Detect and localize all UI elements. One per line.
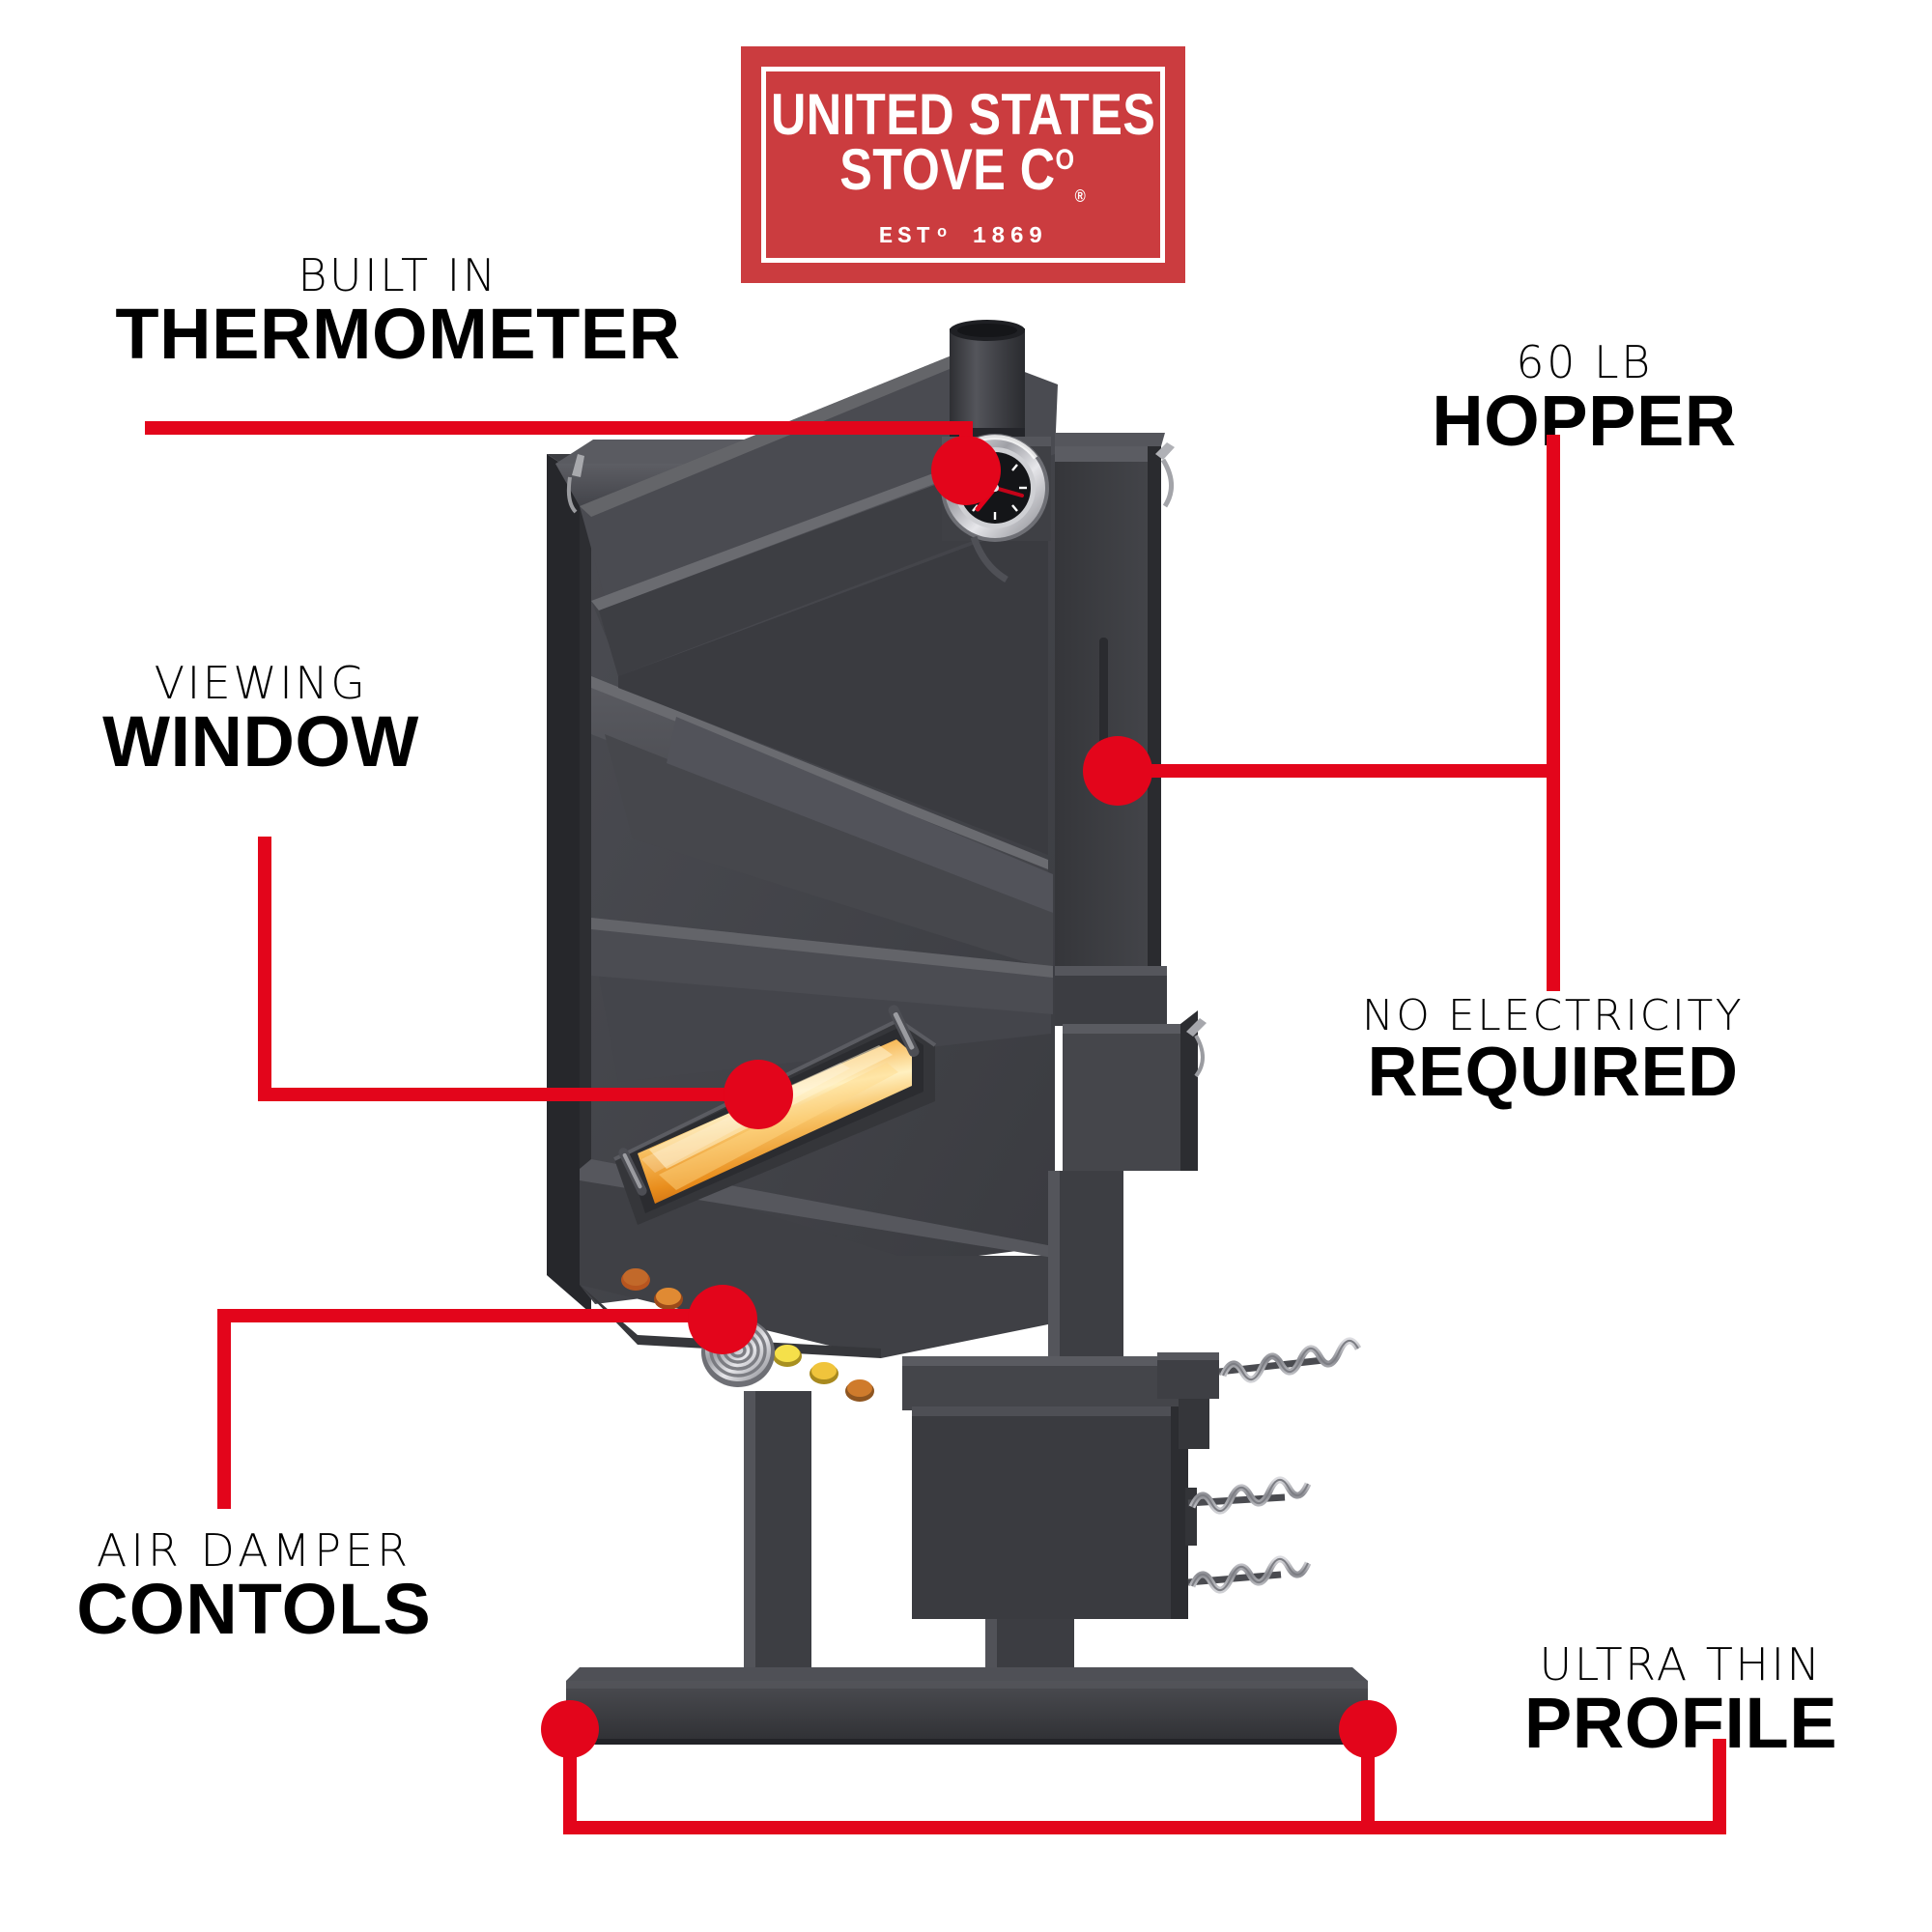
callout-air-damper-line2: CONTOLS [76, 1569, 432, 1649]
callout-viewing-window: VIEWING WINDOW [68, 661, 454, 778]
callout-no-electricity: NO ELECTRICITY REQUIRED [1323, 995, 1782, 1108]
brand-logo-established: ESTᵒ 1869 [878, 224, 1048, 251]
stove-hopper-column [1055, 433, 1175, 966]
brand-logo-line1: UNITED STATES [770, 81, 1156, 147]
callout-air-damper: AIR DAMPER CONTOLS [37, 1528, 471, 1645]
stove-ash-box[interactable] [902, 1352, 1219, 1619]
callout-no-electricity-line1: NO ELECTRICITY [1361, 991, 1745, 1040]
brand-logo: UNITED STATES STOVE CO ® ESTᵒ 1869 [741, 46, 1185, 283]
callout-viewing-window-line1: VIEWING [154, 657, 368, 709]
callout-no-electricity-line2: REQUIRED [1367, 1034, 1739, 1111]
callout-thermometer: BUILT IN THERMOMETER [50, 253, 746, 370]
callout-thermometer-line1: BUILT IN [298, 249, 498, 301]
stove-flue-pipe [950, 320, 1025, 440]
stove-interior-upper [618, 517, 1048, 855]
stove-base-plate [566, 1667, 1368, 1745]
stove-damper-spring-knob[interactable] [701, 1318, 775, 1387]
brand-logo-inner-frame: UNITED STATES STOVE CO ® ESTᵒ 1869 [761, 67, 1165, 263]
callout-hopper-line1: 60 LB [1516, 336, 1653, 388]
spring-handle-bottom [1187, 1555, 1312, 1594]
callout-thermometer-line2: THERMOMETER [115, 294, 681, 374]
stove-mid-connector [1055, 966, 1207, 1171]
spring-handle-middle [1187, 1476, 1312, 1515]
callout-ultra-thin-line1: ULTRA THIN [1539, 1638, 1823, 1690]
brand-logo-line2-ordinal: O [1055, 144, 1075, 177]
stove-hopper-knob[interactable] [1085, 743, 1127, 783]
brand-logo-registered-mark: ® [1074, 186, 1087, 207]
brand-logo-line2: STOVE CO® [840, 141, 1087, 207]
stove-hopper-slot [1099, 638, 1108, 753]
stove-spring-handles[interactable] [1187, 1337, 1362, 1594]
stove-hopper-downtube [1048, 1171, 1123, 1356]
brand-logo-line2-main: STOVE C [839, 137, 1056, 203]
stove-window-latch-lower[interactable] [617, 1147, 649, 1198]
spring-handle-top [1218, 1337, 1362, 1383]
callout-air-damper-line1: AIR DAMPER [96, 1524, 412, 1577]
stove-chevron-baffle-middle [605, 717, 1053, 971]
stove-damper-controls[interactable] [621, 1268, 874, 1402]
stove-window-latch[interactable] [887, 1004, 921, 1059]
callout-viewing-window-line2: WINDOW [102, 701, 419, 781]
